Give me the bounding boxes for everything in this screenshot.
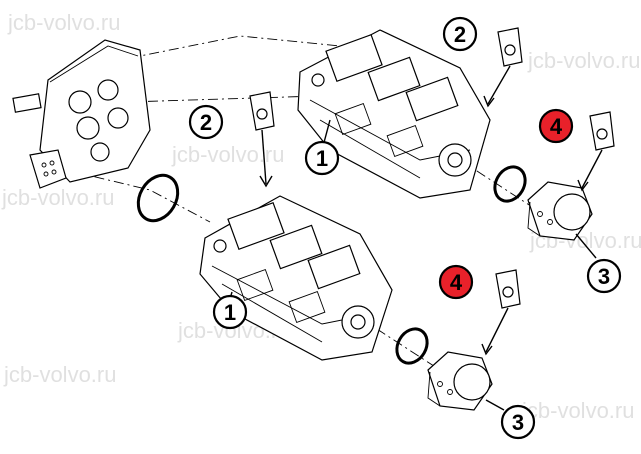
callout-2-upper: 2 [442, 16, 478, 52]
o-ring [136, 173, 180, 223]
callout-1-lower: 1 [212, 294, 248, 330]
arrow-head [577, 179, 589, 192]
callout-number: 4 [550, 114, 563, 139]
upper-pump-assembly [297, 29, 491, 199]
bolt-tag-icon [497, 27, 523, 67]
callout-number: 2 [454, 22, 466, 47]
leader-line [575, 233, 597, 259]
callout-number: 1 [224, 300, 236, 325]
callout-3-upper: 3 [586, 258, 622, 294]
callout-circle-highlight [538, 108, 574, 144]
lower-pump-assembly [199, 195, 393, 361]
callout-circle [586, 258, 622, 294]
leader-line [485, 399, 505, 411]
gearbox-housing [12, 39, 151, 189]
bolt-tag-icon [249, 91, 275, 131]
leader-arrow [485, 307, 509, 353]
callout-circle [212, 294, 248, 330]
bolt-tag-icon [589, 111, 615, 151]
callout-2-lower: 2 [188, 104, 224, 140]
bolt-tag-icon [495, 269, 521, 309]
arrow-head [259, 175, 273, 188]
callout-4-upper: 4 [538, 108, 574, 144]
leader-arrow [581, 149, 603, 189]
watermark: jcb-volvo.ru [171, 142, 284, 167]
leader-arrow [487, 65, 511, 105]
watermark: jcb-volvo.ru [7, 10, 120, 35]
o-ring [493, 165, 527, 203]
callout-number: 2 [200, 110, 212, 135]
callout-number: 3 [512, 410, 524, 435]
callout-1-upper: 1 [304, 140, 340, 176]
callout-4-lower: 4 [438, 264, 474, 300]
assembly-line [109, 35, 361, 63]
callout-circle [500, 404, 536, 440]
callout-3-lower: 3 [500, 404, 536, 440]
callout-circle [304, 140, 340, 176]
watermark: jcb-volvo.ru [1, 185, 114, 210]
assembly-line [74, 171, 211, 223]
gear-pump-lower [427, 351, 493, 411]
callout-number: 1 [316, 146, 328, 171]
callout-number: 3 [598, 264, 610, 289]
callout-circle [442, 16, 478, 52]
leader-arrow [261, 129, 267, 185]
watermark: jcb-volvo.ru [3, 362, 116, 387]
callout-circle [188, 104, 224, 140]
arrow-head [481, 343, 493, 356]
watermark: jcb-volvo.ru [527, 48, 640, 73]
leader-lines [227, 65, 603, 411]
callout-circle-highlight [438, 264, 474, 300]
o-ring [395, 327, 429, 365]
gear-pump-upper [527, 181, 593, 241]
arrow-head [483, 95, 495, 108]
callout-number: 4 [450, 270, 463, 295]
assembly-line [127, 95, 319, 103]
watermark: jcb-volvo.ru [521, 398, 634, 423]
